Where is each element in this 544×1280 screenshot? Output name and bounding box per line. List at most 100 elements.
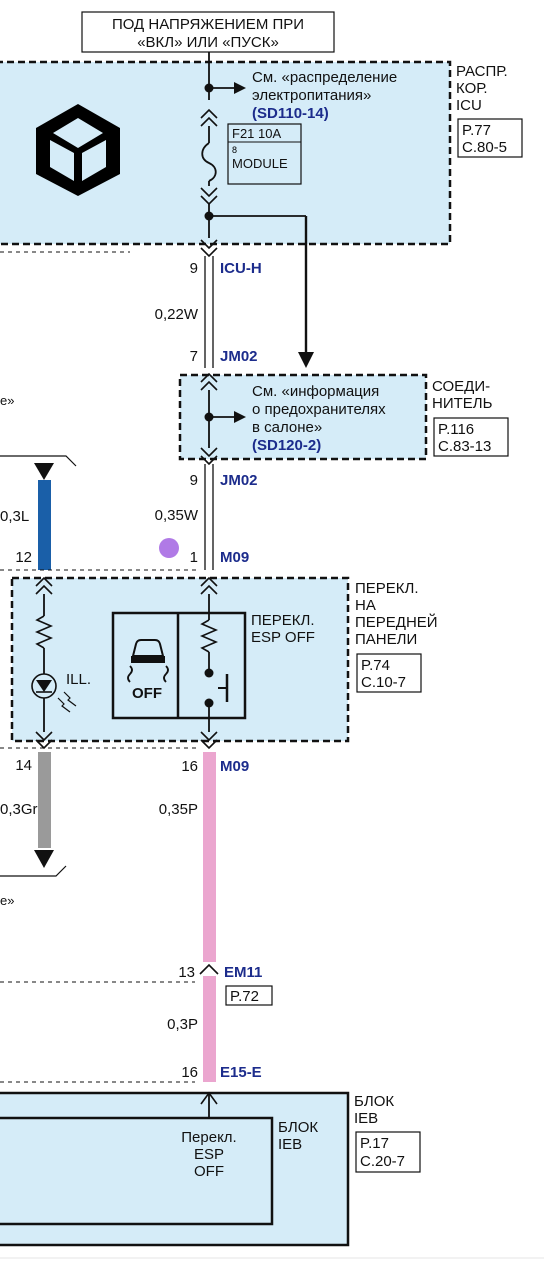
junction-block bbox=[178, 373, 428, 461]
em11-pin: 13 bbox=[178, 964, 195, 981]
fuse-box bbox=[227, 123, 302, 185]
connector-chevron bbox=[35, 584, 53, 595]
junction-page-ref-box bbox=[433, 417, 509, 457]
switch-panel-page-line2: C.10-7 bbox=[361, 674, 406, 691]
junction-note-line2: о предохранителях bbox=[252, 401, 386, 418]
wire-0-35p bbox=[203, 752, 216, 962]
wire-0-3l-spec: 0,3L bbox=[0, 508, 29, 525]
wire-0-35p-spec: 0,35P bbox=[159, 801, 198, 818]
connector-chevron bbox=[35, 576, 53, 587]
junction-note-line3: в салоне» bbox=[252, 419, 322, 436]
icu-note-line2: электропитания» bbox=[252, 87, 371, 104]
wire-0-35w-spec: 0,35W bbox=[155, 507, 199, 524]
manufacturer-logo bbox=[36, 104, 120, 196]
junction-page-line2: C.83-13 bbox=[438, 438, 491, 455]
junction-page-line1: P.116 bbox=[438, 421, 474, 438]
wire-0-22w bbox=[204, 256, 214, 368]
icu-connector-id: ICU-H bbox=[220, 260, 262, 277]
icu-pin: 9 bbox=[190, 260, 198, 277]
icu-page-line1: P.77 bbox=[462, 122, 491, 139]
switch-panel-page-line1: P.74 bbox=[361, 657, 390, 674]
icu-page-line2: C.80-5 bbox=[462, 139, 507, 156]
connector-chevron bbox=[200, 247, 218, 258]
icu-page-ref-box bbox=[457, 118, 523, 158]
illum-led-diode bbox=[36, 680, 52, 692]
ground-bracket-bottom bbox=[0, 865, 67, 877]
icu-note-line1: См. «распределение bbox=[252, 69, 397, 86]
connector-chevron bbox=[200, 116, 218, 127]
switch-panel-page-ref-box bbox=[356, 653, 422, 693]
ieb-page-ref-box bbox=[355, 1131, 421, 1173]
em11-page: P.72 bbox=[230, 988, 259, 1005]
jm02-bottom-connector-id: JM02 bbox=[220, 472, 258, 489]
jm02-bottom-pin: 9 bbox=[190, 472, 198, 489]
ieb-name-line2: IEB bbox=[354, 1110, 378, 1127]
e15-pin: 16 bbox=[181, 1064, 198, 1081]
connector-chevron bbox=[200, 372, 218, 383]
ieb-page-line2: C.20-7 bbox=[360, 1153, 405, 1170]
left-top-pin: 12 bbox=[15, 549, 32, 566]
ieb-inner-line1: Перекл. bbox=[181, 1129, 236, 1146]
connector-chevron bbox=[200, 584, 218, 595]
esp-switch-label-line1: ПЕРЕКЛ. bbox=[251, 612, 315, 629]
left-wire-arrow-bottom bbox=[34, 850, 54, 868]
ieb-inner-line2: ESP bbox=[194, 1146, 224, 1163]
wire-0-22w-spec: 0,22W bbox=[155, 306, 199, 323]
connector-chevron bbox=[200, 187, 218, 198]
illum-label: ILL. bbox=[66, 671, 91, 688]
connector-chevron bbox=[200, 739, 218, 750]
switch-panel-name-line1: ПЕРЕКЛ. bbox=[355, 580, 419, 597]
icu-name-line2: КОР. bbox=[456, 80, 488, 97]
wire-0-35w bbox=[204, 464, 214, 570]
power-condition-line2: «ВКЛ» ИЛИ «ПУСК» bbox=[137, 34, 279, 51]
illum-resistor bbox=[34, 615, 54, 649]
ieb-inner-module bbox=[0, 1116, 274, 1226]
ieb-page-line1: P.17 bbox=[360, 1135, 389, 1152]
icu-name-line1: РАСПР. bbox=[456, 63, 508, 80]
connector-chevron bbox=[200, 380, 218, 391]
wire-0-3p bbox=[203, 976, 216, 1082]
connector-chevron bbox=[200, 447, 218, 458]
esp-off-icon-text: OFF bbox=[132, 685, 162, 702]
icu-note-ref: (SD110-14) bbox=[252, 105, 329, 122]
icu-name-line3: ICU bbox=[456, 97, 482, 114]
esp-off-icon bbox=[127, 639, 169, 683]
esp-switch-label-line2: ESP OFF bbox=[251, 629, 315, 646]
m09-top-connector-id: M09 bbox=[220, 549, 249, 566]
junction-note-line1: См. «информация bbox=[252, 383, 379, 400]
left-wire-arrow-top bbox=[34, 463, 54, 480]
partial-left-text: e» bbox=[0, 393, 14, 408]
connector-chevron bbox=[200, 108, 218, 119]
switch-resistor bbox=[199, 619, 219, 653]
ieb-inner-line3: OFF bbox=[194, 1163, 224, 1180]
junction-name-line2: НИТЕЛЬ bbox=[432, 395, 493, 412]
ref-arrow-head bbox=[234, 82, 246, 94]
connector-chevron bbox=[200, 455, 218, 466]
jm02-top-connector-id: JM02 bbox=[220, 348, 258, 365]
em11-page-ref-box bbox=[225, 985, 273, 1006]
connector-chevron bbox=[35, 731, 53, 742]
light-emission-icon bbox=[57, 691, 77, 713]
wire-0-3p-spec: 0,3P bbox=[167, 1016, 198, 1033]
connector-chevron bbox=[200, 239, 218, 250]
junction-name-line1: СОЕДИ- bbox=[432, 378, 490, 395]
branch-arrow-head bbox=[298, 352, 314, 368]
partial-left-text-bottom: e» bbox=[0, 893, 14, 908]
connector-chevron bbox=[199, 963, 219, 975]
wire-0-3l bbox=[38, 480, 51, 570]
m09-bottom-pin: 16 bbox=[181, 758, 198, 775]
switch-panel-name-line4: ПАНЕЛИ bbox=[355, 631, 417, 648]
m09-top-pin: 1 bbox=[190, 549, 198, 566]
e15-connector-id: E15-E bbox=[220, 1064, 262, 1081]
ieb-side-line2: IEB bbox=[278, 1136, 302, 1153]
m09-bottom-connector-id: M09 bbox=[220, 758, 249, 775]
left-bottom-pin: 14 bbox=[15, 757, 32, 774]
switch-panel-name-line3: ПЕРЕДНЕЙ bbox=[355, 613, 438, 631]
fuse-pin: 8 bbox=[232, 145, 237, 155]
switch-panel-name-line2: НА bbox=[355, 597, 376, 614]
ieb-side-line1: БЛОК bbox=[278, 1119, 318, 1136]
connector-chevron bbox=[200, 576, 218, 587]
junction-note-ref: (SD120-2) bbox=[252, 437, 321, 454]
ref-arrow-head bbox=[234, 411, 246, 423]
